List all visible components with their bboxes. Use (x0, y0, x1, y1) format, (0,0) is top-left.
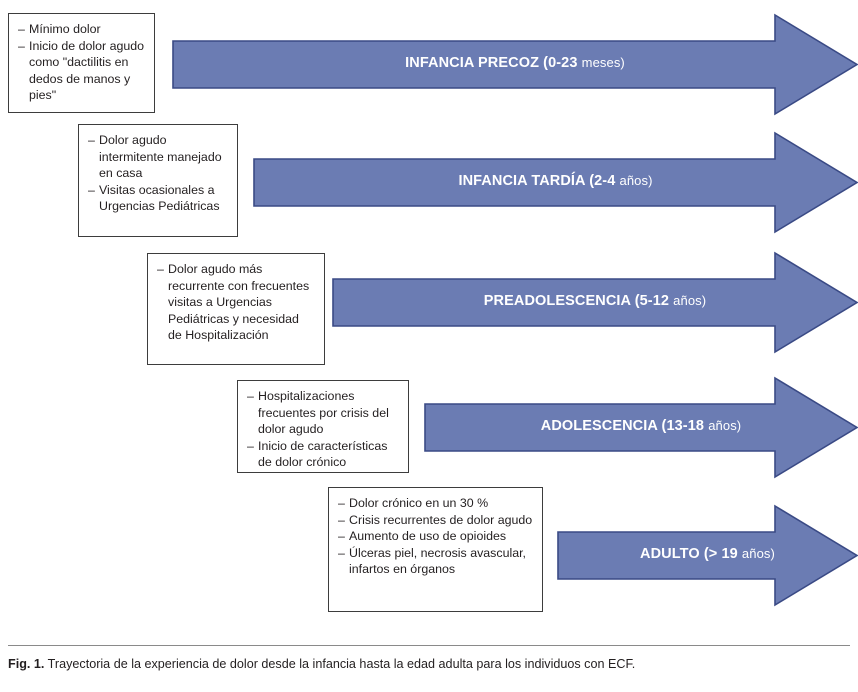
arrow-preadolescencia: PREADOLESCENCIA (5-12 años) (332, 251, 858, 354)
bullet-dash: – (247, 389, 254, 403)
note-item: – Dolor agudo intermitente manejado en c… (88, 132, 229, 182)
arrow-infancia-tardia: INFANCIA TARDÍA (2-4 años) (253, 131, 858, 234)
note-text: Hospitalizaciones frecuentes por crisis … (258, 389, 389, 437)
note-item: – Visitas ocasionales a Urgencias Pediát… (88, 182, 229, 215)
note-box-adolescencia: – Hospitalizaciones frecuentes por crisi… (237, 380, 409, 473)
arrow-infancia-precoz: INFANCIA PRECOZ (0-23 meses) (172, 13, 858, 116)
note-list: – Dolor agudo más recurrente con frecuen… (157, 261, 316, 344)
note-box-adulto: – Dolor crónico en un 30 % – Crisis recu… (328, 487, 543, 612)
note-text: Úlceras piel, necrosis avascular, infart… (349, 545, 526, 577)
bullet-dash: – (157, 262, 164, 276)
caption-divider (8, 645, 850, 647)
bullet-dash: – (338, 545, 345, 560)
note-item: – Crisis recurrentes de dolor agudo (338, 512, 534, 529)
note-text: Dolor crónico en un 30 % (349, 496, 489, 510)
note-text: Mínimo dolor (29, 22, 101, 36)
figure-caption: Fig. 1. Trayectoria de la experiencia de… (8, 656, 850, 672)
bullet-dash: – (88, 133, 95, 147)
note-box-infancia-precoz: – Mínimo dolor – Inicio de dolor agudo c… (8, 13, 155, 113)
note-item: – Inicio de dolor agudo como "dactilitis… (18, 38, 146, 104)
arrow-adolescencia: ADOLESCENCIA (13-18 años) (424, 376, 858, 479)
note-item: – Dolor agudo más recurrente con frecuen… (157, 261, 316, 344)
note-item: – Inicio de características de dolor cró… (247, 438, 400, 471)
note-box-preadolescencia: – Dolor agudo más recurrente con frecuen… (147, 253, 325, 365)
note-item: – Úlceras piel, necrosis avascular, infa… (338, 545, 534, 578)
note-text: Inicio de dolor agudo como "dactilitis e… (29, 38, 145, 103)
note-list: – Dolor agudo intermitente manejado en c… (88, 132, 229, 215)
note-list: – Dolor crónico en un 30 % – Crisis recu… (338, 495, 534, 578)
note-item: – Dolor crónico en un 30 % (338, 495, 534, 512)
bullet-dash: – (247, 438, 254, 453)
note-text: Inicio de características de dolor cróni… (258, 438, 388, 470)
bullet-dash: – (18, 38, 25, 53)
note-text: Visitas ocasionales a Urgencias Pediátri… (99, 182, 220, 214)
note-list: – Mínimo dolor – Inicio de dolor agudo c… (18, 21, 146, 104)
bullet-dash: – (338, 512, 345, 527)
figure-caption-text: Trayectoria de la experiencia de dolor d… (47, 657, 636, 671)
bullet-dash: – (88, 182, 95, 197)
note-box-infancia-tardia: – Dolor agudo intermitente manejado en c… (78, 124, 238, 237)
figure-number: Fig. 1. (8, 657, 45, 671)
note-list: – Hospitalizaciones frecuentes por crisi… (247, 388, 400, 471)
arrow-adulto: ADULTO (> 19 años) (557, 504, 858, 607)
note-text: Dolor agudo más recurrente con frecuente… (168, 262, 310, 343)
bullet-dash: – (18, 22, 25, 36)
note-item: – Hospitalizaciones frecuentes por crisi… (247, 388, 400, 438)
note-item: – Mínimo dolor (18, 21, 146, 38)
note-item: – Aumento de uso de opioides (338, 528, 534, 545)
note-text: Crisis recurrentes de dolor agudo (349, 512, 533, 527)
bullet-dash: – (338, 529, 345, 544)
note-text: Dolor agudo intermitente manejado en cas… (99, 133, 222, 181)
note-text: Aumento de uso de opioides (349, 529, 507, 544)
bullet-dash: – (338, 496, 345, 510)
